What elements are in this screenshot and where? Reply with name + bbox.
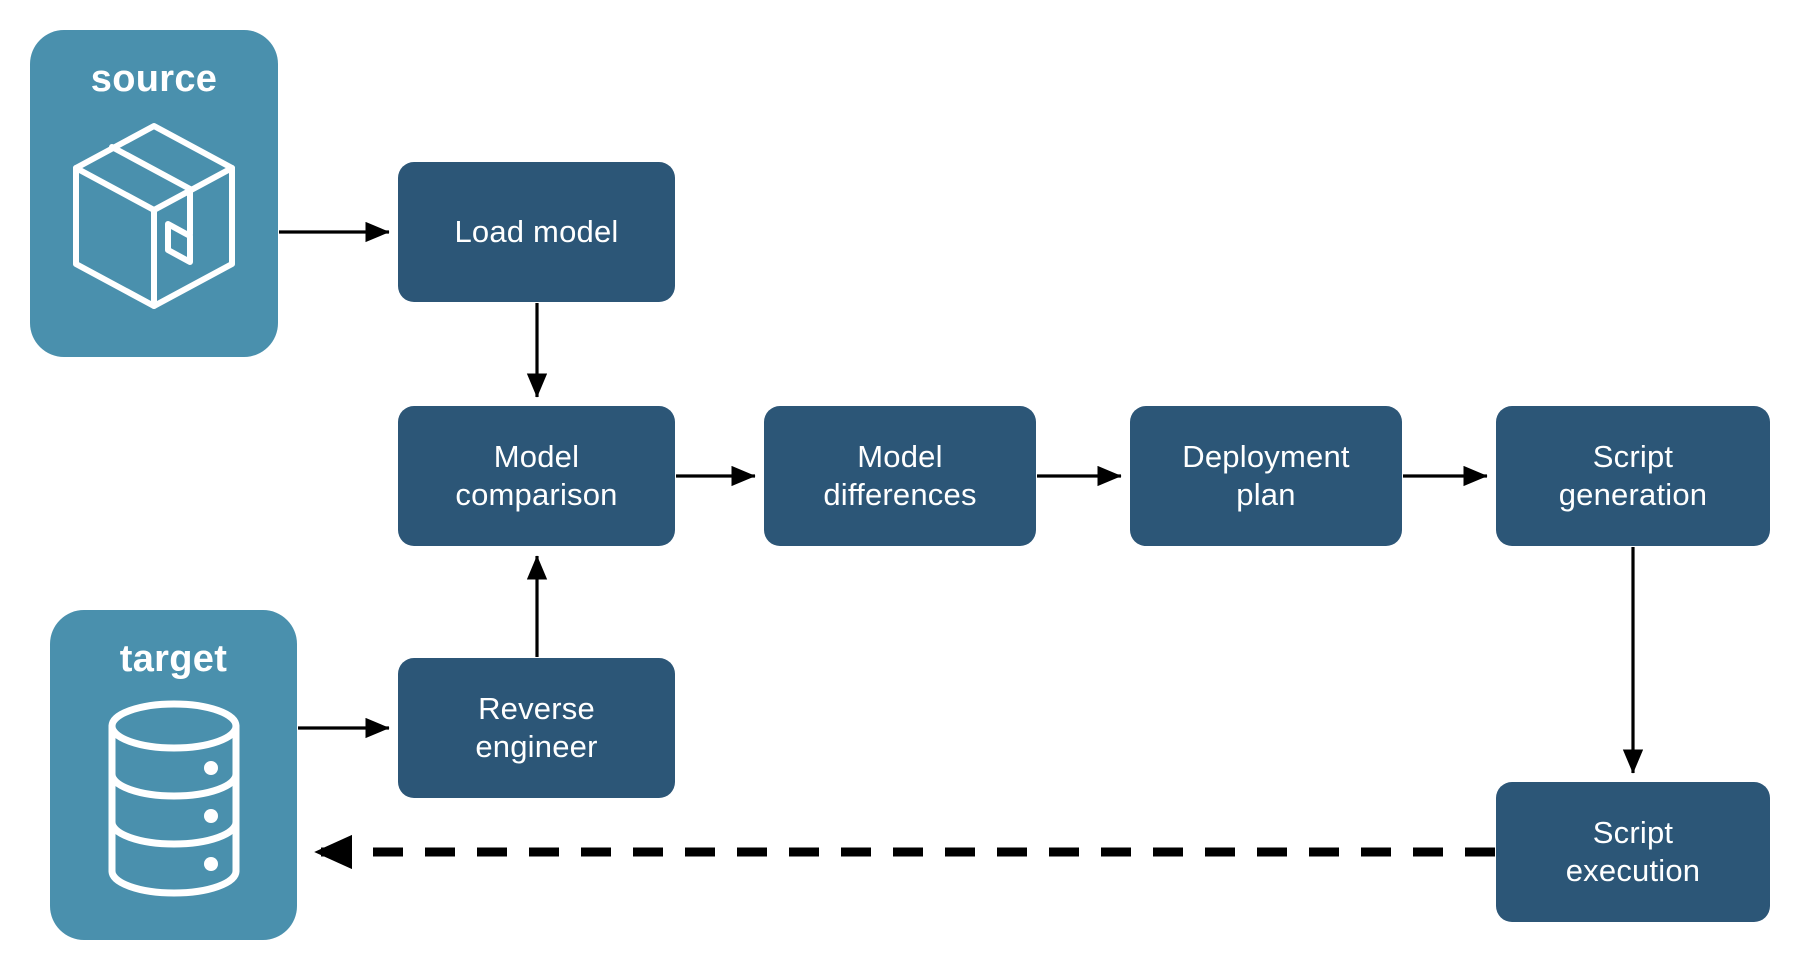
node-script-execution[interactable]: Script execution (1496, 782, 1770, 922)
node-script-execution-label: Script execution (1565, 815, 1701, 888)
node-source[interactable]: source (30, 30, 278, 357)
node-model-comparison[interactable]: Model comparison (398, 406, 675, 546)
node-target[interactable]: target (50, 610, 297, 940)
database-cylinder-icon (94, 696, 254, 907)
node-target-label: target (119, 638, 228, 680)
node-model-differences[interactable]: Model differences (764, 406, 1036, 546)
node-model-comparison-label: Model comparison (455, 439, 618, 512)
node-reverse-engineer-label: Reverse engineer (475, 691, 598, 764)
node-model-differences-label: Model differences (823, 439, 977, 512)
node-load-model[interactable]: Load model (398, 162, 675, 302)
node-deployment-plan-label: Deployment plan (1182, 439, 1350, 512)
node-script-generation[interactable]: Script generation (1496, 406, 1770, 546)
node-deployment-plan[interactable]: Deployment plan (1130, 406, 1402, 546)
node-load-model-label: Load model (454, 214, 619, 250)
node-reverse-engineer[interactable]: Reverse engineer (398, 658, 675, 798)
node-script-generation-label: Script generation (1558, 439, 1708, 512)
node-source-label: source (90, 58, 218, 100)
package-box-icon (64, 116, 244, 322)
